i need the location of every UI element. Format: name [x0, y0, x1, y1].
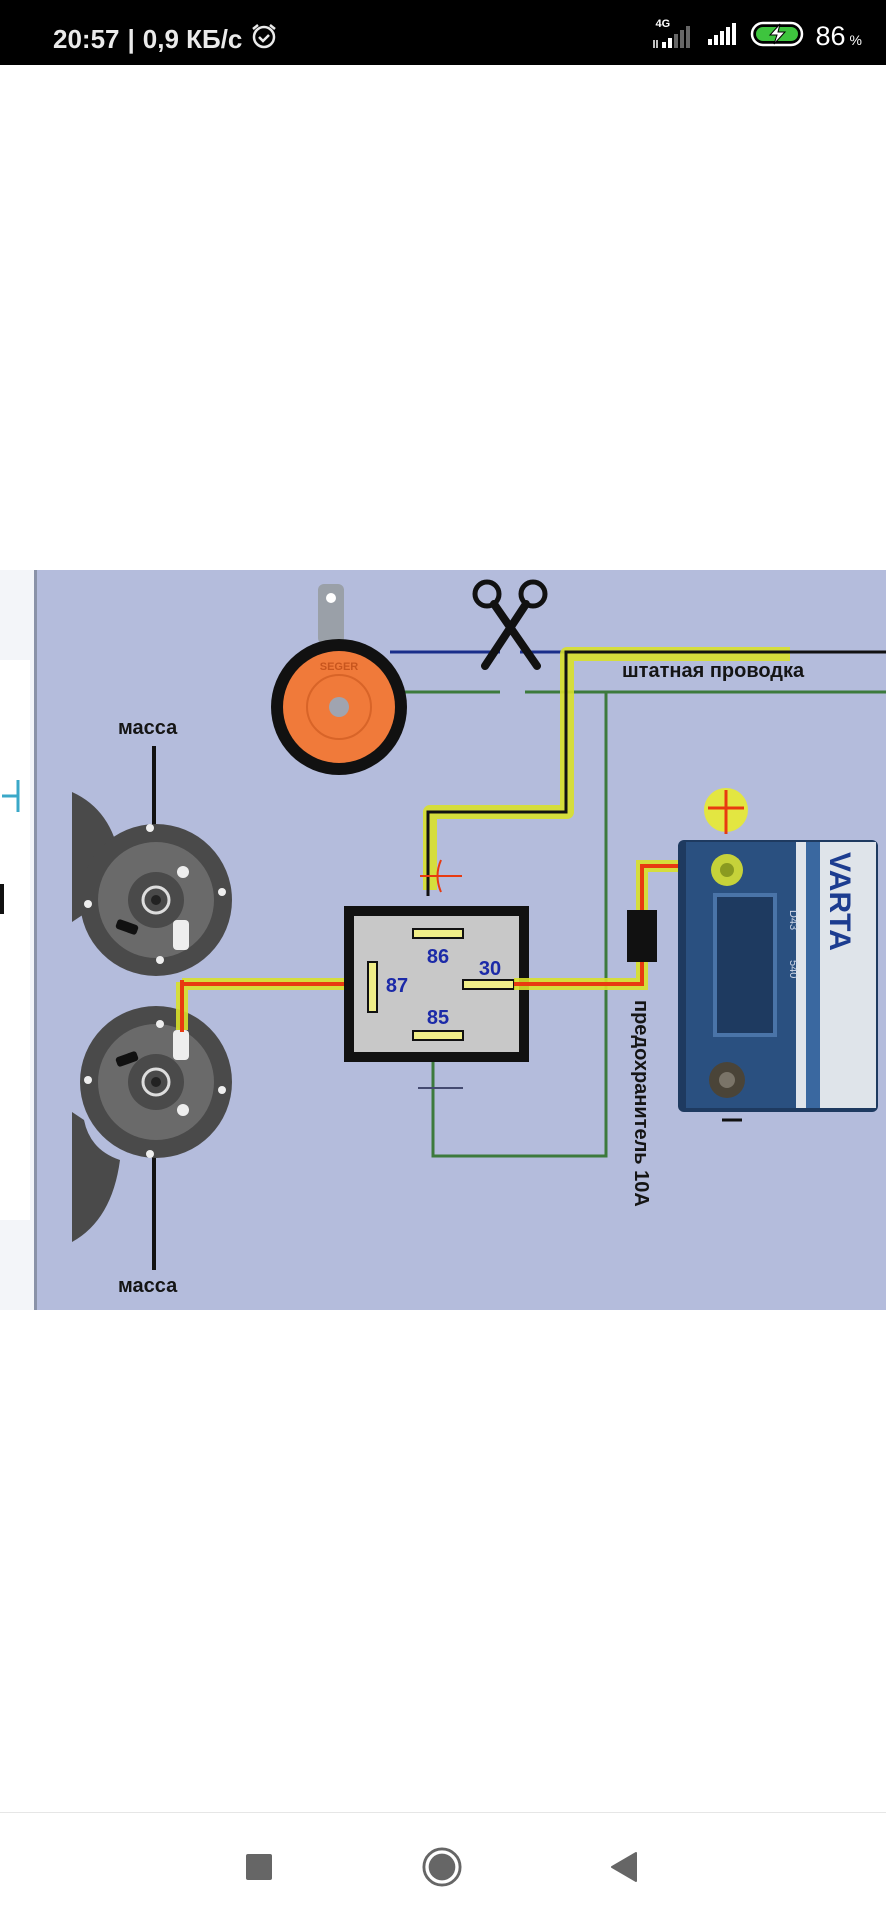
- pin-label-86: 86: [427, 946, 449, 968]
- wiring-diagram-image: штатная проводка SEGER масса масса: [0, 570, 886, 1310]
- relay: 86 87 30 85: [344, 906, 529, 1062]
- status-bar: 20:57 | 0,9 КБ/с 4G: [0, 0, 886, 65]
- signal-icon: [706, 21, 740, 52]
- snail-horn-bottom: [72, 1006, 232, 1242]
- separator: |: [127, 24, 135, 54]
- home-button[interactable]: [422, 1847, 462, 1887]
- horn-brand: SEGER: [320, 661, 359, 673]
- fuse-label: предохранитель 10А: [630, 1000, 652, 1207]
- scissors-icon: [472, 579, 548, 670]
- battery-spec: 540: [787, 960, 799, 978]
- mass-label-top: масса: [118, 717, 178, 739]
- recents-square-icon: [246, 1854, 272, 1880]
- stock-wiring-label: штатная проводка: [622, 660, 805, 682]
- navigation-bar: [0, 1812, 886, 1921]
- signal-4g-icon: 4G: [652, 18, 696, 50]
- back-triangle-icon: [611, 1852, 637, 1882]
- battery-percent: 86: [815, 21, 846, 51]
- wire-87-red: [180, 980, 370, 1032]
- wire-86-black: [426, 650, 886, 896]
- battery-model: D43: [787, 910, 799, 930]
- status-right: 4G: [652, 18, 862, 53]
- clock: 20:57: [53, 24, 120, 54]
- status-left: 20:57 | 0,9 КБ/с: [53, 22, 278, 57]
- relay-pin-87: [367, 961, 378, 1013]
- back-button[interactable]: [604, 1847, 644, 1887]
- battery-charging-icon: [750, 20, 806, 53]
- pin-label-87: 87: [386, 975, 408, 997]
- recents-button[interactable]: [239, 1847, 279, 1887]
- cropped-blue-mark: [2, 780, 20, 812]
- red-cut-mark: [420, 859, 462, 893]
- home-circle-icon: [422, 1847, 462, 1887]
- fuse: [627, 910, 657, 962]
- relay-pin-85: [412, 1030, 464, 1041]
- percent-sign: %: [849, 32, 862, 48]
- pin-label-30: 30: [479, 958, 501, 980]
- relay-pin-86: [412, 928, 464, 939]
- snail-horn-top: [72, 792, 232, 976]
- wire-85-green: [431, 692, 608, 1158]
- relay-pin-30: [462, 979, 515, 990]
- stock-horn: SEGER: [271, 584, 407, 775]
- pin-label-85: 85: [427, 1007, 449, 1029]
- mass-label-bottom: масса: [118, 1275, 178, 1297]
- battery: VARTA D43 540: [678, 840, 878, 1112]
- battery-brand: VARTA: [823, 852, 856, 951]
- network-speed: 0,9 КБ/с: [142, 24, 243, 54]
- alarm-clock-icon: [250, 22, 278, 57]
- plus-sign: [708, 790, 744, 834]
